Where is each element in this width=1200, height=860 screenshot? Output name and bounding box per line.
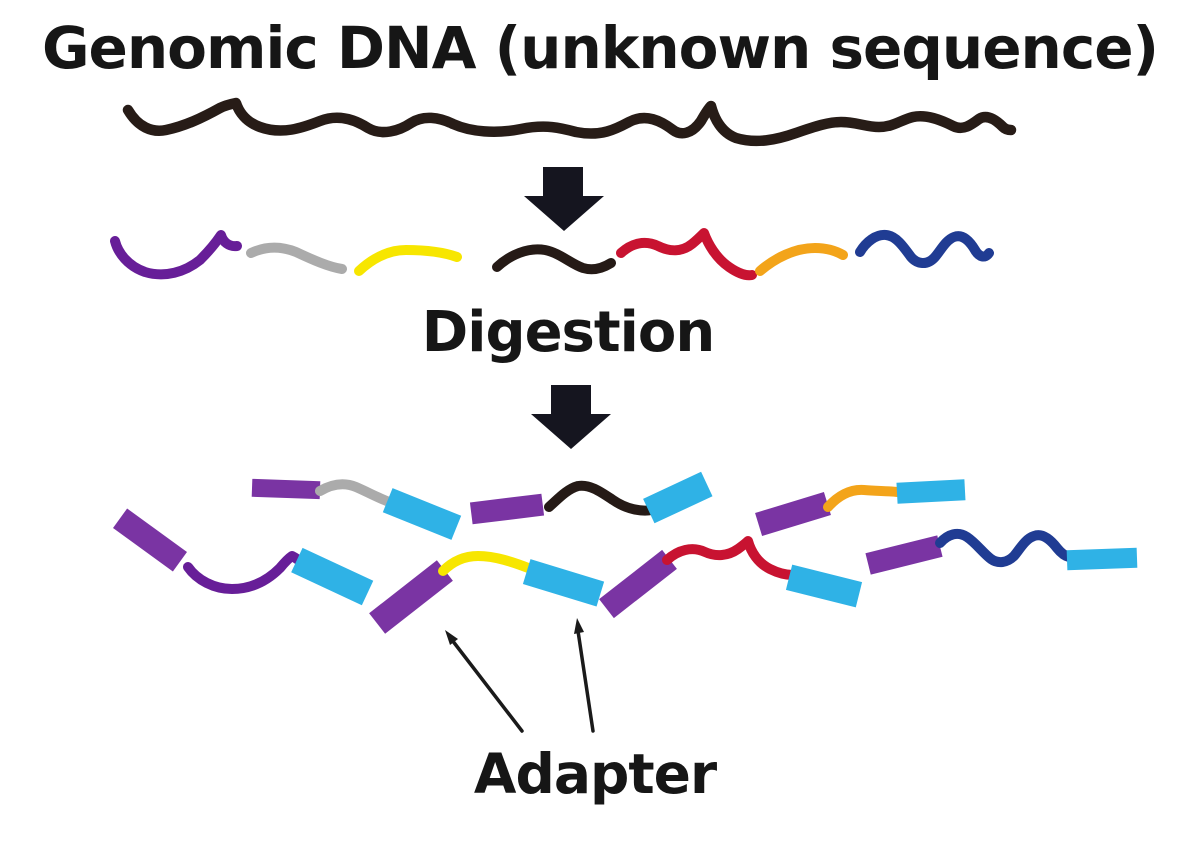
stage-adapter-ligated: [113, 471, 1138, 634]
adapter-purple-rect: [599, 549, 677, 619]
arrowhead-icon: [445, 630, 458, 645]
fragment-black-wave: [544, 480, 657, 516]
adapter-purple-rect: [251, 478, 321, 500]
ligated-fragment-yellow: [369, 551, 605, 634]
digested-fragment-orange: [755, 243, 848, 276]
digested-fragment-gray: [246, 242, 347, 274]
digested-fragment-purple: [110, 230, 242, 280]
fragment-purple-wave: [183, 551, 309, 594]
adapter-purple-rect: [369, 560, 453, 634]
stage-digested-fragments: [110, 228, 994, 281]
digested-fragment-red: [616, 228, 757, 281]
down-arrow-icon: [531, 385, 611, 449]
adapter-cyan-rect: [1066, 547, 1138, 571]
ligated-fragment-gray: [251, 478, 462, 540]
arrowhead-icon: [574, 618, 584, 634]
page-title: Genomic DNA (unknown sequence): [41, 14, 1159, 82]
adapter-purple-rect: [113, 508, 187, 572]
stage-genomic-dna: [122, 97, 1017, 147]
adapter-cyan-rect: [522, 559, 605, 607]
fragment-red-wave: [662, 536, 798, 580]
down-arrow-icon: [524, 167, 604, 231]
digestion-label: Digestion: [421, 300, 715, 365]
adapter-cyan-rect: [643, 471, 713, 524]
adapter-cyan-rect: [382, 488, 462, 540]
adapter-cyan-rect: [291, 547, 374, 606]
digested-fragment-yellow: [354, 245, 462, 276]
adapter-pointers: [445, 618, 595, 733]
adapter-cyan-rect: [785, 564, 863, 608]
genomic-dna-strand: [122, 97, 1017, 147]
adapter-label: Adapter: [473, 742, 717, 806]
digested-fragment-navy: [855, 229, 994, 268]
ligated-fragment-orange: [755, 479, 966, 537]
adapter-cyan-rect: [896, 479, 966, 504]
ligated-fragment-navy: [865, 528, 1138, 575]
ligated-fragment-purple: [113, 508, 374, 606]
fragment-yellow-wave: [438, 551, 536, 576]
fragment-orange-wave: [823, 484, 903, 512]
adapter-pointer-arrow-left: [450, 638, 524, 733]
ligated-fragment-black: [469, 471, 713, 525]
adapter-purple-rect: [865, 535, 943, 575]
adapter-purple-rect: [469, 493, 545, 525]
adapter-pointer-arrow-right: [576, 629, 595, 733]
fragment-navy-wave: [935, 528, 1074, 568]
adapter-purple-rect: [755, 491, 831, 537]
digested-fragment-black: [492, 244, 616, 275]
ligated-fragment-red: [599, 536, 863, 619]
fragment-gray-wave: [315, 479, 403, 510]
